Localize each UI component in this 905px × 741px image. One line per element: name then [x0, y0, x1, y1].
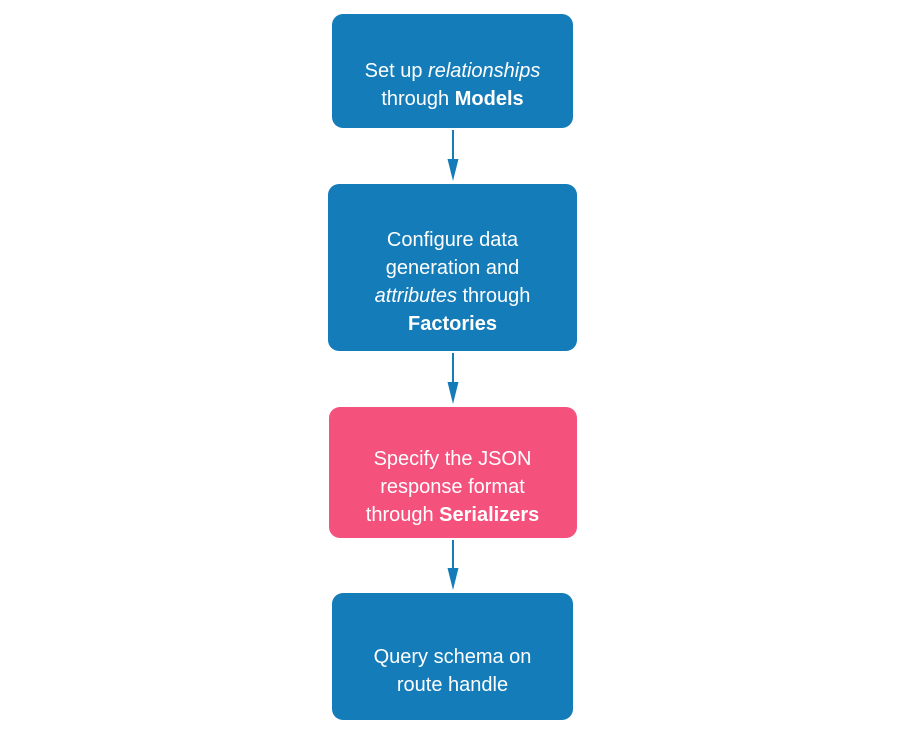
step-text-segment: Factories	[408, 312, 497, 335]
arrow-down-icon	[447, 540, 458, 590]
step-box-query-schema: Query schema on route handle	[332, 593, 573, 720]
step-text-segment: Set up	[364, 60, 429, 82]
flowchart: Set up relationships through Models Conf…	[328, 14, 577, 720]
step-text-segment: Models	[454, 88, 524, 110]
step-box-models: Set up relationships through Models	[332, 14, 573, 128]
step-box-factories: Configure data generation and attributes…	[328, 184, 577, 351]
step-box-serializers: Specify the JSON response format through…	[328, 407, 577, 538]
step-text: Set up relationships through Models	[365, 29, 541, 113]
step-text-segment: Query schema on route handle	[373, 645, 532, 696]
step-text: Specify the JSON response format through…	[366, 417, 539, 529]
step-text-segment: Serializers	[439, 503, 540, 526]
step-text-segment: through	[462, 284, 531, 307]
arrow-down-icon	[447, 353, 458, 404]
step-text-segment: through	[381, 88, 450, 110]
arrow-down-icon	[447, 130, 458, 181]
step-text-segment: Specify the JSON response format through	[365, 447, 532, 526]
step-text: Query schema on route handle	[374, 615, 532, 699]
step-text-segment: relationships	[428, 60, 541, 82]
step-text-segment: Configure data generation and	[385, 228, 520, 279]
step-text: Configure data generation and attributes…	[375, 198, 531, 338]
step-text-segment: attributes	[374, 284, 457, 307]
